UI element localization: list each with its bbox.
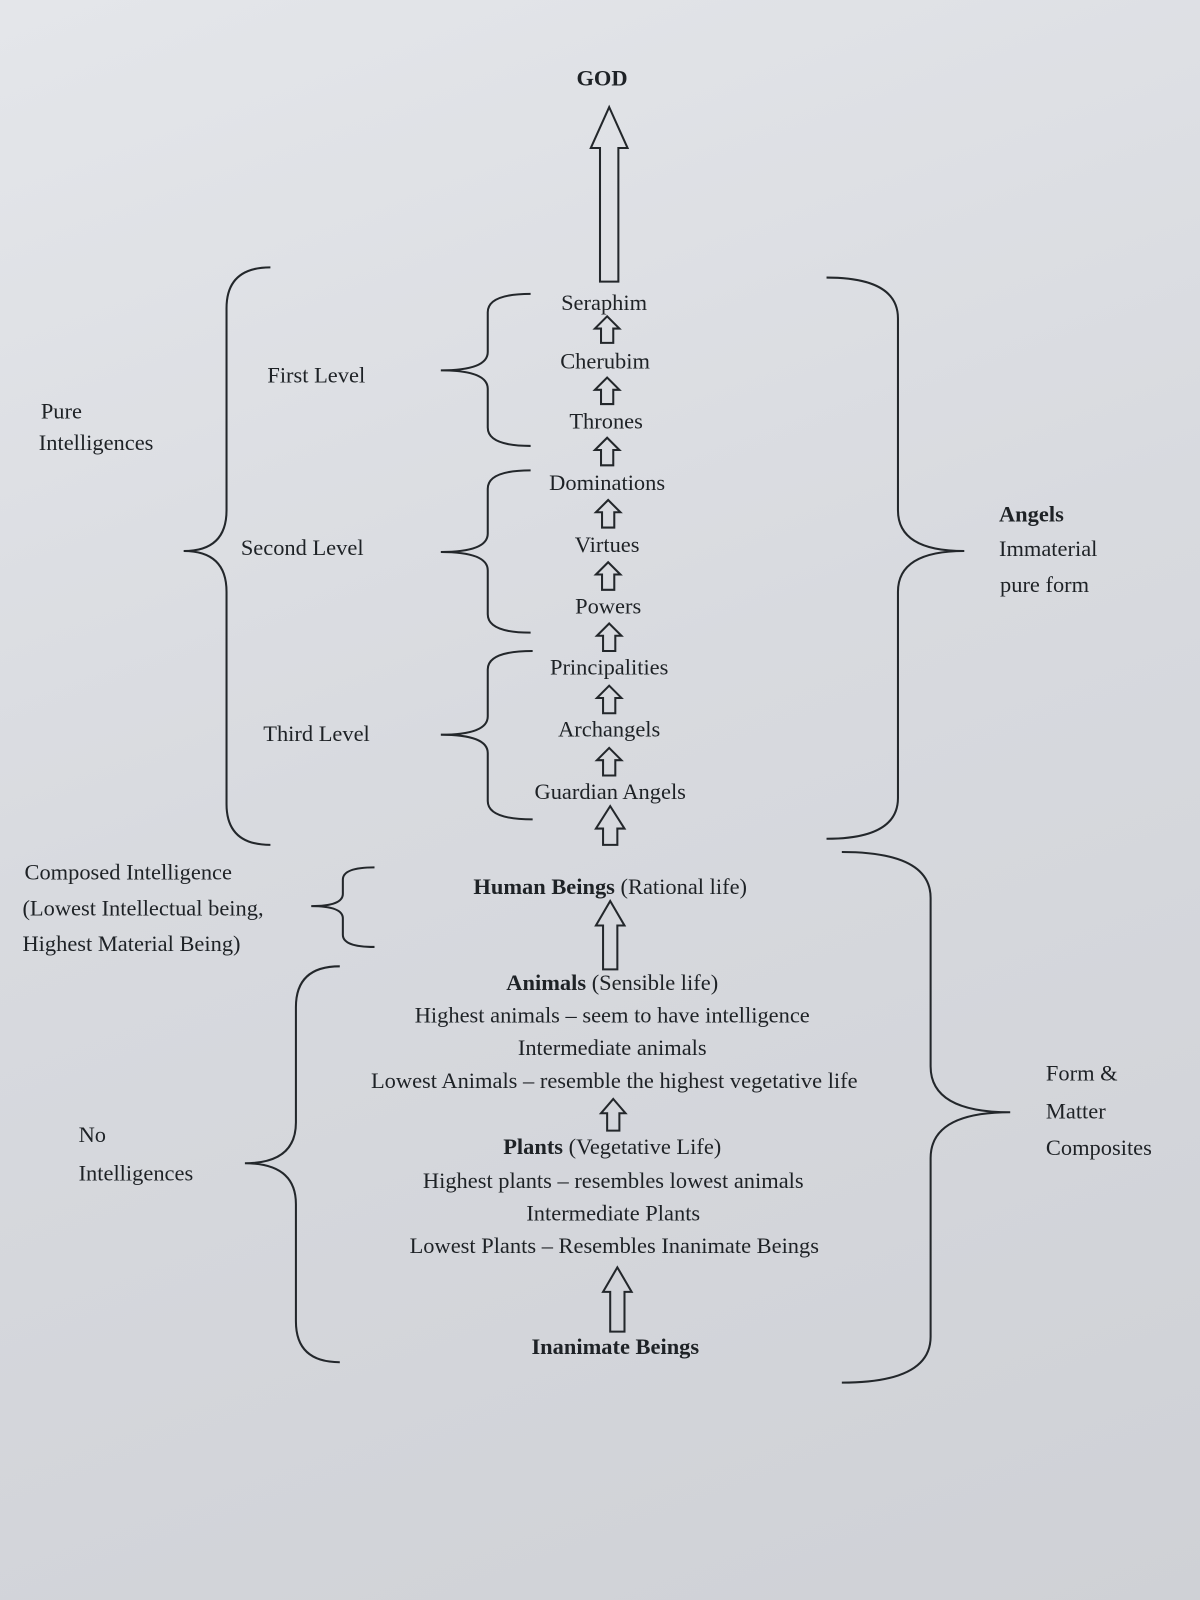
up-arrow-icon (594, 804, 627, 846)
plants-line-3: Lowest Plants – Resembles Inanimate Bein… (410, 1233, 819, 1258)
small-up-arrow-icon (593, 560, 623, 591)
pure-intelligences-brace (183, 266, 271, 846)
choir-seraphim: Seraphim (561, 290, 648, 315)
inanimate-beings: Inanimate Beings (531, 1334, 699, 1359)
small-up-arrow-icon (594, 746, 624, 777)
small-up-arrow-icon (594, 622, 624, 653)
third-level-brace (440, 650, 533, 821)
plants-line-2: Intermediate Plants (526, 1200, 700, 1225)
angels-line-1: Immaterial (999, 536, 1097, 561)
choir-virtues: Virtues (575, 532, 640, 557)
small-up-arrow-icon (592, 436, 622, 467)
composed-label-1: Composed Intelligence (24, 860, 232, 885)
small-up-arrow-icon (592, 314, 622, 344)
small-up-arrow-icon (594, 684, 624, 715)
composed-label-3: Highest Material Being) (22, 931, 240, 956)
no-intelligences-brace (244, 965, 340, 1364)
angel-choirs: Seraphim Cherubim Thrones Dominations Vi… (534, 290, 685, 804)
choir-thrones: Thrones (569, 409, 643, 434)
plants-line-1: Highest plants – resembles lowest animal… (423, 1168, 804, 1193)
choir-dominations: Dominations (549, 470, 665, 495)
choir-archangels: Archangels (558, 717, 660, 742)
choir-cherubim: Cherubim (560, 348, 650, 373)
human-beings: Human Beings (Rational life) (473, 874, 747, 899)
choir-guardian-angels: Guardian Angels (534, 779, 685, 804)
angels-line-2: pure form (1000, 572, 1090, 597)
pure-label-2: Intelligences (39, 430, 154, 455)
form-matter-1: Form & (1046, 1061, 1118, 1086)
second-level-brace (440, 469, 531, 634)
pure-label-1: Pure (41, 398, 82, 423)
form-matter-brace (841, 851, 1011, 1384)
small-up-arrow-icon (592, 376, 622, 406)
level-first: First Level (267, 363, 365, 388)
level-second: Second Level (241, 535, 364, 560)
first-level-brace (440, 292, 531, 447)
animals-line-2: Intermediate animals (518, 1035, 707, 1060)
no-intelligences-1: No (79, 1122, 106, 1147)
angels-brace (826, 276, 965, 840)
animals-line-1: Highest animals – seem to have intellige… (415, 1002, 810, 1027)
up-arrow-icon (601, 1265, 634, 1333)
small-up-arrow-icon (593, 498, 623, 529)
large-up-arrow-icon (589, 104, 630, 283)
composed-label-2: (Lowest Intellectual being, (22, 895, 263, 920)
level-third: Third Level (263, 721, 370, 746)
angels-title: Angels (999, 501, 1064, 526)
up-arrow-icon (598, 1097, 628, 1132)
composed-intelligence-brace (311, 866, 375, 948)
choir-principalities: Principalities (550, 654, 668, 679)
form-matter-2: Matter (1046, 1098, 1106, 1123)
choir-powers: Powers (575, 593, 641, 618)
plants-heading: Plants (Vegetative Life) (503, 1134, 721, 1159)
form-matter-3: Composites (1046, 1135, 1152, 1160)
animals-line-3: Lowest Animals – resemble the highest ve… (371, 1068, 858, 1093)
animals-heading: Animals (Sensible life) (506, 970, 718, 995)
up-arrow-icon (594, 898, 627, 971)
god-title: GOD (576, 66, 627, 91)
no-intelligences-2: Intelligences (79, 1161, 194, 1186)
